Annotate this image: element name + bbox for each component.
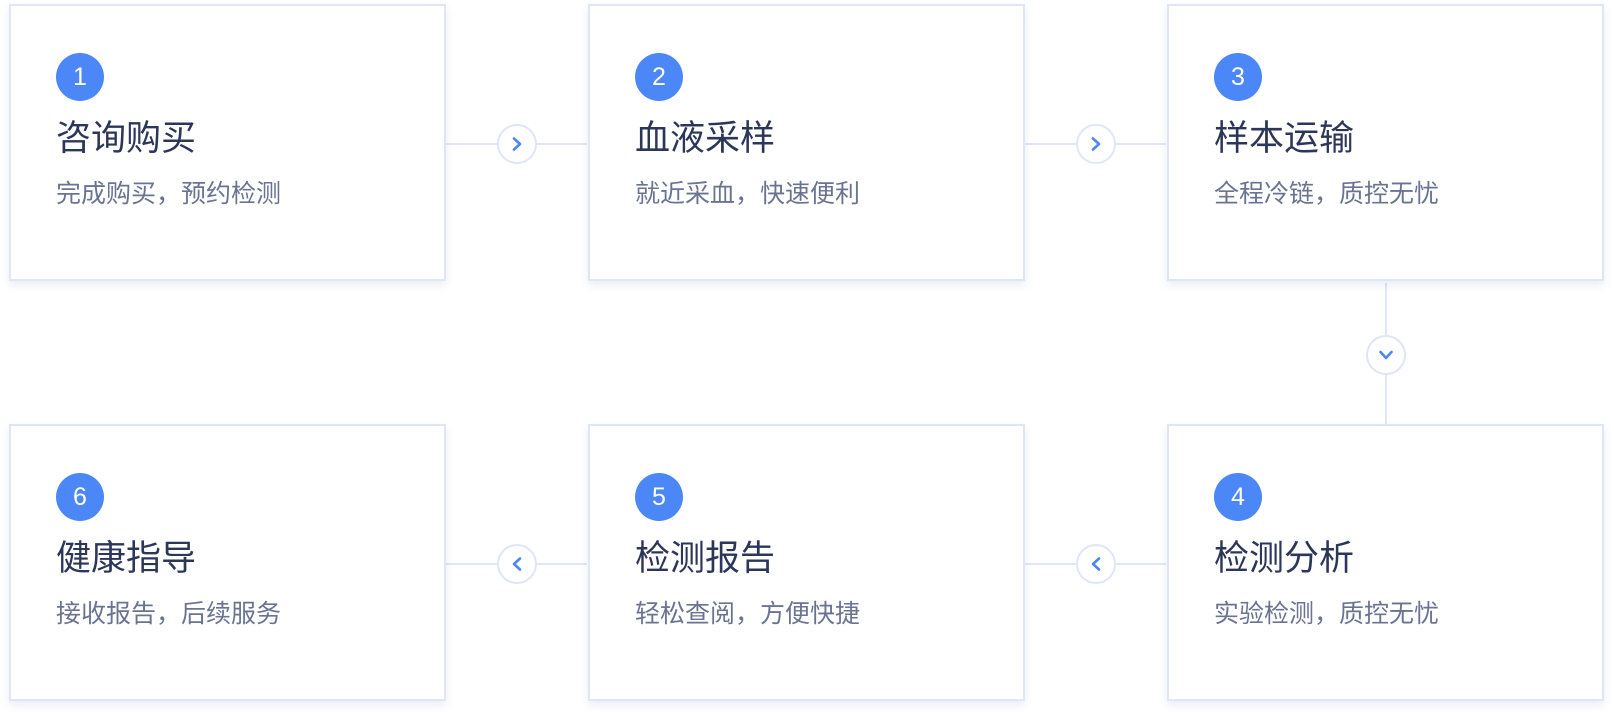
connector-arrow-3-4 xyxy=(1366,335,1406,375)
chevron-right-icon xyxy=(512,137,522,151)
step-description: 实验检测，质控无忧 xyxy=(1214,599,1440,628)
connector-arrow-2-3 xyxy=(1076,124,1116,164)
connector-arrow-1-2 xyxy=(497,124,537,164)
chevron-left-icon xyxy=(1091,557,1101,571)
step-number-badge: 3 xyxy=(1214,53,1262,101)
chevron-down-icon xyxy=(1379,350,1393,360)
step-title: 咨询购买 xyxy=(56,119,197,159)
step-card-2: 2 血液采样 就近采血，快速便利 xyxy=(588,4,1025,281)
step-card-6: 6 健康指导 接收报告，后续服务 xyxy=(9,424,446,701)
step-description: 就近采血，快速便利 xyxy=(635,179,861,208)
step-card-1: 1 咨询购买 完成购买，预约检测 xyxy=(9,4,446,281)
step-card-4: 4 检测分析 实验检测，质控无忧 xyxy=(1167,424,1604,701)
step-title: 血液采样 xyxy=(635,119,776,159)
step-card-5: 5 检测报告 轻松查阅，方便快捷 xyxy=(588,424,1025,701)
step-title: 样本运输 xyxy=(1214,119,1355,159)
step-title: 检测报告 xyxy=(635,539,776,579)
step-description: 完成购买，预约检测 xyxy=(56,179,282,208)
connector-arrow-4-5 xyxy=(1076,544,1116,584)
step-description: 全程冷链，质控无忧 xyxy=(1214,179,1440,208)
connector-arrow-5-6 xyxy=(497,544,537,584)
step-number-badge: 5 xyxy=(635,473,683,521)
step-description: 轻松查阅，方便快捷 xyxy=(635,599,861,628)
chevron-right-icon xyxy=(1091,137,1101,151)
step-number-badge: 2 xyxy=(635,53,683,101)
step-number-badge: 6 xyxy=(56,473,104,521)
step-number-badge: 4 xyxy=(1214,473,1262,521)
chevron-left-icon xyxy=(512,557,522,571)
step-title: 检测分析 xyxy=(1214,539,1355,579)
step-card-3: 3 样本运输 全程冷链，质控无忧 xyxy=(1167,4,1604,281)
step-description: 接收报告，后续服务 xyxy=(56,599,282,628)
step-title: 健康指导 xyxy=(56,539,197,579)
step-number-badge: 1 xyxy=(56,53,104,101)
